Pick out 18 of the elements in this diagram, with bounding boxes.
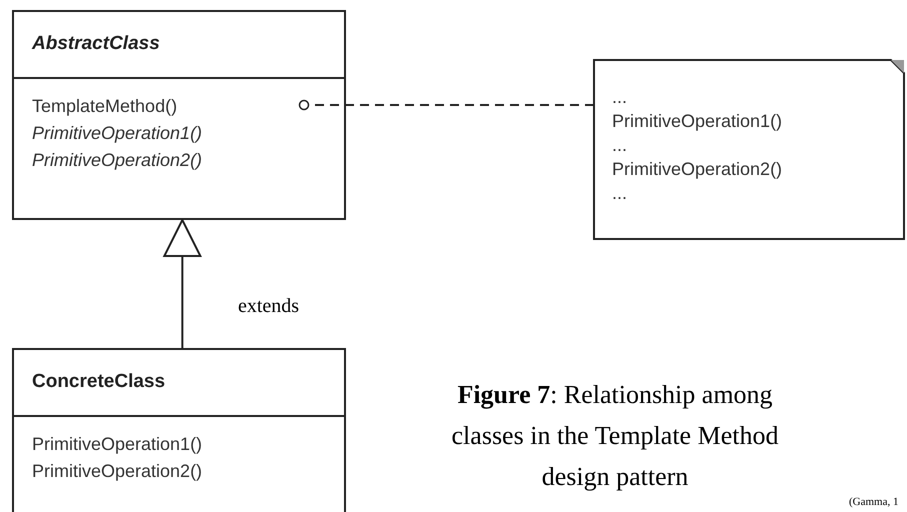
method-name: PrimitiveOperation2() <box>31 460 204 483</box>
dashed-connector <box>298 100 593 110</box>
caption: Figure 7: Relationship among classes in the Template Method design pattern <box>450 379 780 493</box>
class-name: AbstractClass <box>14 12 344 79</box>
source-note: (Gamma, 1 <box>849 495 898 510</box>
note-text: PrimitiveOperation1() <box>612 111 782 131</box>
method-name: PrimitiveOperation1() <box>31 122 204 145</box>
class-box <box>12 348 346 512</box>
note-text: ... <box>612 87 628 107</box>
method-name: PrimitiveOperation2() <box>31 149 204 172</box>
method-name: TemplateMethod() <box>31 95 178 118</box>
class-box <box>12 10 346 220</box>
class-name: ConcreteClass <box>14 350 344 417</box>
note-text: PrimitiveOperation2() <box>612 159 782 179</box>
inheritance-arrow <box>163 219 202 348</box>
note-text: ... <box>612 183 628 203</box>
method-name: PrimitiveOperation1() <box>31 433 204 456</box>
note-text: ... <box>612 135 628 155</box>
